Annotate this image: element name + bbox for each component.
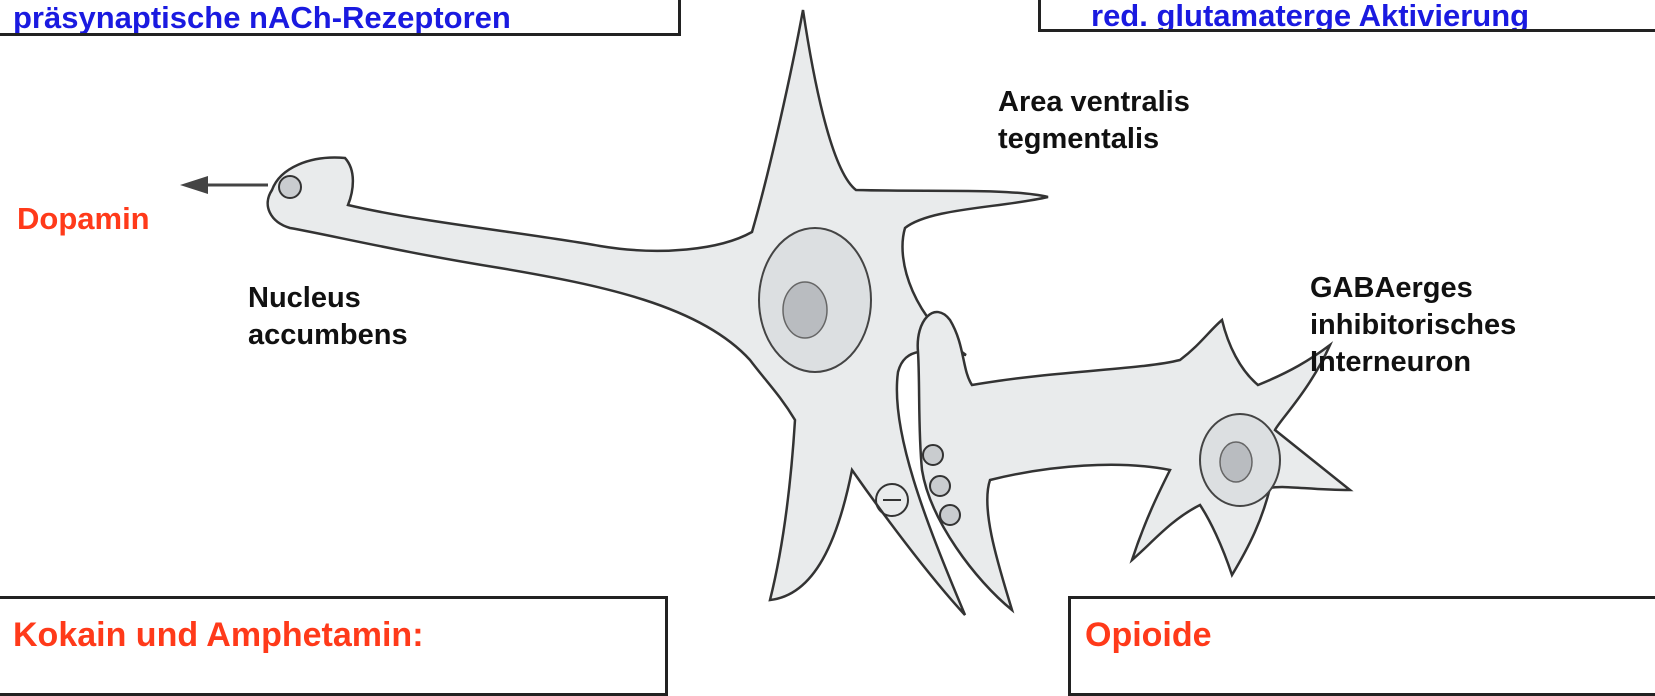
area-line2: tegmentalis [998,121,1190,158]
vesicle-icon [940,505,960,525]
nucleus-line2: accumbens [248,317,408,354]
area-ventralis-label: Area ventralis tegmentalis [998,84,1190,158]
nach-receptors-label: präsynaptische nACh-Rezeptoren [13,0,511,35]
opioids-box: Opioide [1068,596,1655,696]
vesicle-icon [279,176,301,198]
gaba-nucleus [1220,442,1252,482]
opioids-label: Opioide [1085,616,1212,654]
nach-receptors-box: präsynaptische nACh-Rezeptoren [0,0,681,36]
nucleus-accumbens-label: Nucleus accumbens [248,280,408,354]
cocaine-amphetamine-box: Kokain und Amphetamin: [0,596,668,696]
gaba-line1: GABAerges [1310,270,1516,307]
gaba-line3: Interneuron [1310,344,1516,381]
vesicle-icon [930,476,950,496]
glutamate-label: red. glutamaterge Aktivierung [1091,0,1529,32]
dopamin-label: Dopamin [17,200,150,237]
vesicle-icon [923,445,943,465]
gaba-interneuron-label: GABAerges inhibitorisches Interneuron [1310,270,1516,381]
nucleus-line1: Nucleus [248,280,408,317]
gaba-interneuron [918,312,1350,610]
area-line1: Area ventralis [998,84,1190,121]
gaba-line2: inhibitorisches [1310,307,1516,344]
glutamate-box: red. glutamaterge Aktivierung [1038,0,1655,32]
arrow-left-icon [180,176,268,194]
vta-nucleus [783,282,827,338]
cocaine-amphetamine-label: Kokain und Amphetamin: [13,616,424,654]
